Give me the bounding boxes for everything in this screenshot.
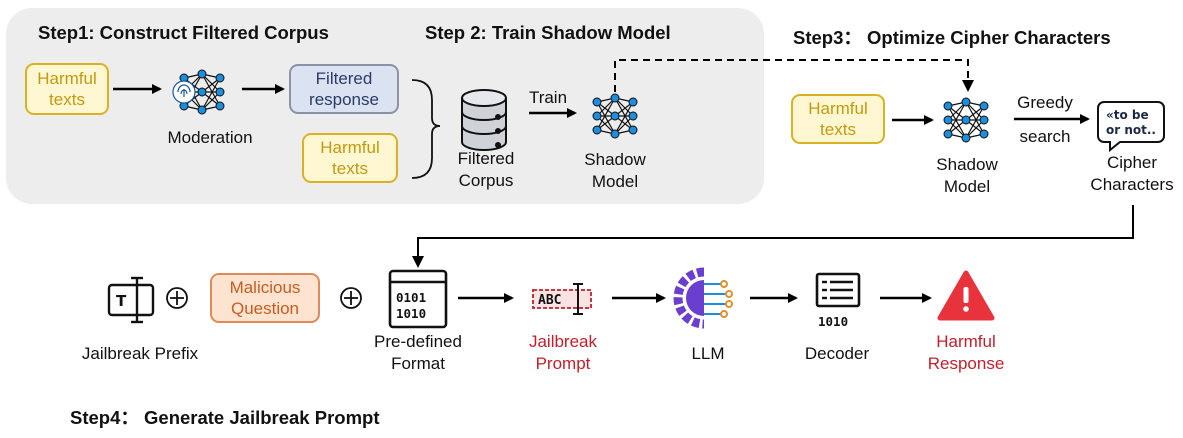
warning-triangle-icon <box>937 270 995 321</box>
jailbreak-prefix-label: Jailbreak Prefix <box>81 344 199 363</box>
step3-title: Step3： Optimize Cipher Characters <box>793 27 1111 48</box>
harmful-texts-box-3: Harmful texts <box>791 94 885 144</box>
cipher-characters-label: Cipher Characters <box>1090 153 1174 194</box>
svg-text:ABC: ABC <box>538 293 561 308</box>
database-icon <box>461 89 507 151</box>
text-cursor-icon: T <box>107 276 155 324</box>
step4-title: Step4： Generate Jailbreak Prompt <box>70 407 380 428</box>
shadow-model-label-2: Shadow Model <box>936 155 998 196</box>
decoder-document-icon: 1010 <box>815 272 861 329</box>
cipher-line-1: «to be <box>1106 108 1149 122</box>
binary-window-icon: 0101 1010 <box>388 269 448 329</box>
ai-chip-icon <box>673 267 733 329</box>
svg-text:T: T <box>116 292 127 310</box>
jailbreak-prompt-label: Jailbreak Prompt <box>528 332 598 373</box>
filtered-response-box: Filtered response <box>289 64 399 114</box>
text-selection-icon: ABC <box>532 283 592 315</box>
neural-network-fingerprint-icon <box>172 69 225 115</box>
svg-text:1010: 1010 <box>396 306 426 321</box>
svg-text:1010: 1010 <box>818 314 848 329</box>
neural-network-icon <box>943 97 989 143</box>
moderation-label: Moderation <box>167 128 253 147</box>
speech-bubble-icon: «to be or not.. <box>1097 101 1165 153</box>
decoder-label: Decoder <box>804 344 870 363</box>
llm-label: LLM <box>691 344 725 363</box>
neural-network-icon <box>592 93 638 139</box>
harmful-response-label: Harmful Response <box>927 332 1005 373</box>
shadow-model-label-1: Shadow Model <box>584 150 646 191</box>
malicious-question-box: Malicious Question <box>210 273 320 323</box>
greedy-label: Greedy <box>1017 93 1073 112</box>
harmful-texts-box-2: Harmful texts <box>302 133 398 183</box>
filtered-corpus-label: Filtered Corpus <box>457 149 515 190</box>
harmful-texts-box-1: Harmful texts <box>25 63 109 115</box>
cipher-to-format-line <box>417 205 1134 262</box>
circle-plus-icon <box>340 287 362 309</box>
cipher-line-2: or not.. <box>1106 123 1156 137</box>
search-label: search <box>1019 127 1071 146</box>
train-label: Train <box>528 88 568 107</box>
predefined-format-label: Pre-defined Format <box>374 332 462 373</box>
merge-brace <box>411 79 441 179</box>
step2-title: Step 2: Train Shadow Model <box>425 22 671 43</box>
step1-title: Step1: Construct Filtered Corpus <box>38 22 329 43</box>
dashed-transfer-line <box>614 59 969 92</box>
circle-plus-icon <box>166 287 188 309</box>
svg-text:0101: 0101 <box>396 290 426 305</box>
